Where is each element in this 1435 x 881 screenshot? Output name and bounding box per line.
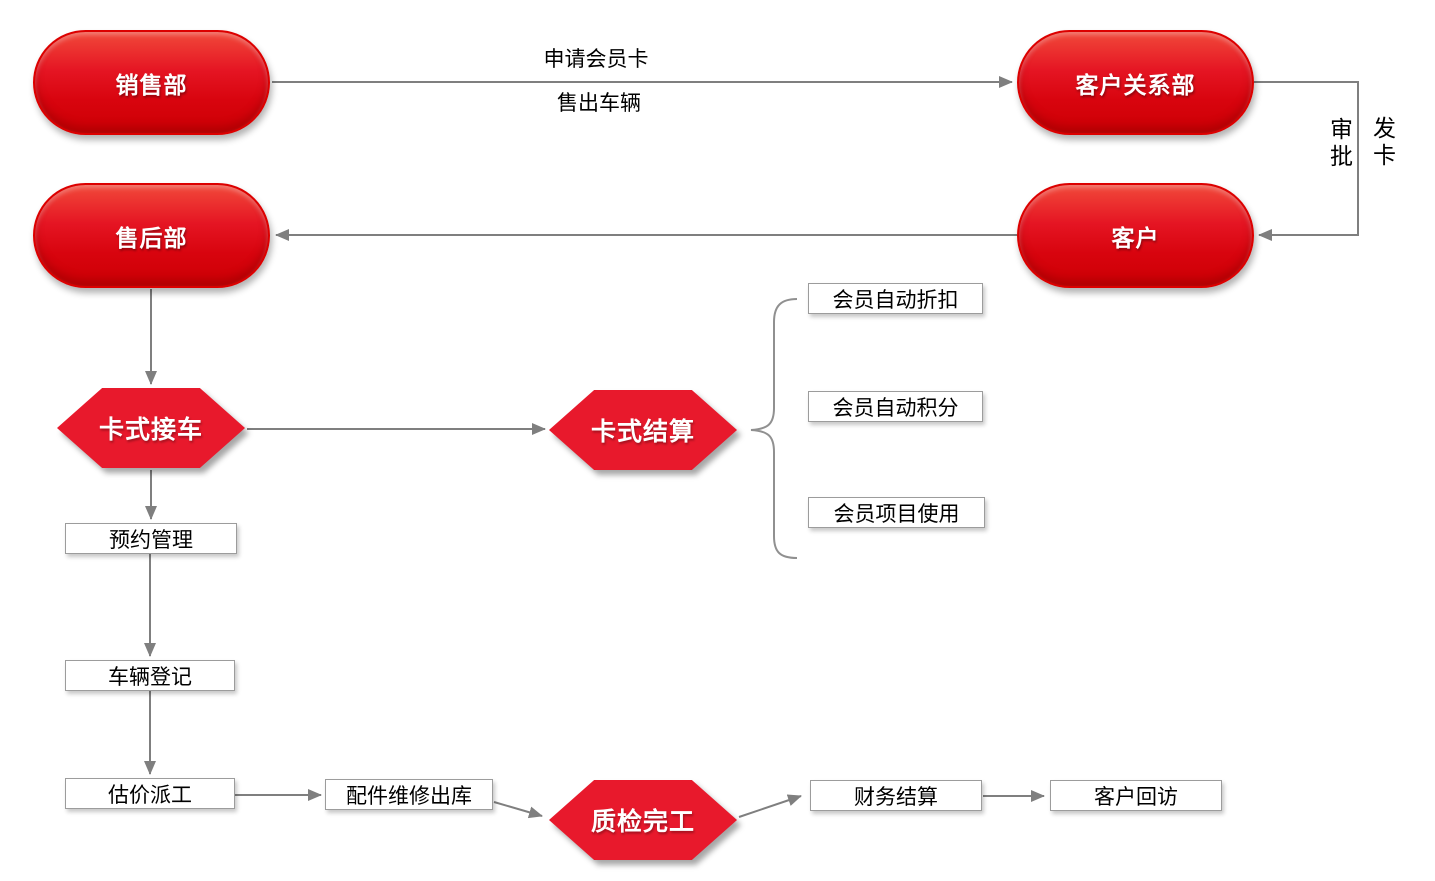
edge-label-sell-vehicle: 售出车辆 — [557, 92, 641, 115]
node-estimate-dispatch-label: 估价派工 — [108, 783, 192, 807]
edge-label-apply-member-card: 申请会员卡 — [543, 48, 649, 71]
node-appointment-management-label: 预约管理 — [109, 528, 193, 552]
node-quality-inspection-complete: 质检完工 — [549, 780, 737, 860]
node-member-auto-discount: 会员自动折扣 — [808, 283, 983, 314]
node-financial-settlement-label: 财务结算 — [854, 785, 938, 809]
node-sales-dept-label: 销售部 — [115, 71, 188, 98]
node-member-item-usage: 会员项目使用 — [808, 497, 985, 528]
node-vehicle-registration-label: 车辆登记 — [108, 665, 192, 689]
node-aftersales-dept-label: 售后部 — [115, 224, 188, 251]
node-sales-dept: 销售部 — [33, 30, 270, 135]
node-estimate-dispatch: 估价派工 — [65, 778, 235, 809]
node-card-reception: 卡式接车 — [57, 388, 245, 468]
node-member-item-usage-label: 会员项目使用 — [833, 502, 960, 526]
node-parts-maintenance-outbound: 配件维修出库 — [325, 779, 493, 810]
node-card-reception-label: 卡式接车 — [98, 416, 203, 444]
node-customer: 客户 — [1017, 183, 1254, 288]
node-parts-maintenance-outbound-label: 配件维修出库 — [346, 784, 472, 808]
node-appointment-management: 预约管理 — [65, 523, 237, 554]
node-aftersales-dept: 售后部 — [33, 183, 270, 288]
node-vehicle-registration: 车辆登记 — [65, 660, 235, 691]
edge-quality-to-finance — [738, 794, 802, 818]
node-member-auto-points-label: 会员自动积分 — [832, 396, 959, 420]
node-member-auto-discount-label: 会员自动折扣 — [832, 288, 959, 312]
edge-parts-to-quality — [493, 801, 543, 819]
node-card-settlement-label: 卡式结算 — [590, 418, 695, 446]
brace-card-settlement-benefits — [750, 298, 798, 559]
node-customer-followup-label: 客户回访 — [1094, 785, 1178, 809]
node-customer-relations-dept-label: 客户关系部 — [1075, 71, 1196, 98]
node-customer-label: 客户 — [1111, 224, 1160, 251]
edge-label-approval: 审批 — [1330, 116, 1353, 169]
node-card-settlement: 卡式结算 — [549, 390, 737, 470]
node-customer-relations-dept: 客户关系部 — [1017, 30, 1254, 135]
node-financial-settlement: 财务结算 — [810, 780, 982, 811]
node-quality-inspection-complete-label: 质检完工 — [590, 808, 695, 836]
node-member-auto-points: 会员自动积分 — [808, 391, 983, 422]
edge-crm-to-customer — [1254, 81, 1359, 241]
node-customer-followup: 客户回访 — [1050, 780, 1222, 811]
edge-label-issue-card: 发卡 — [1373, 115, 1396, 168]
